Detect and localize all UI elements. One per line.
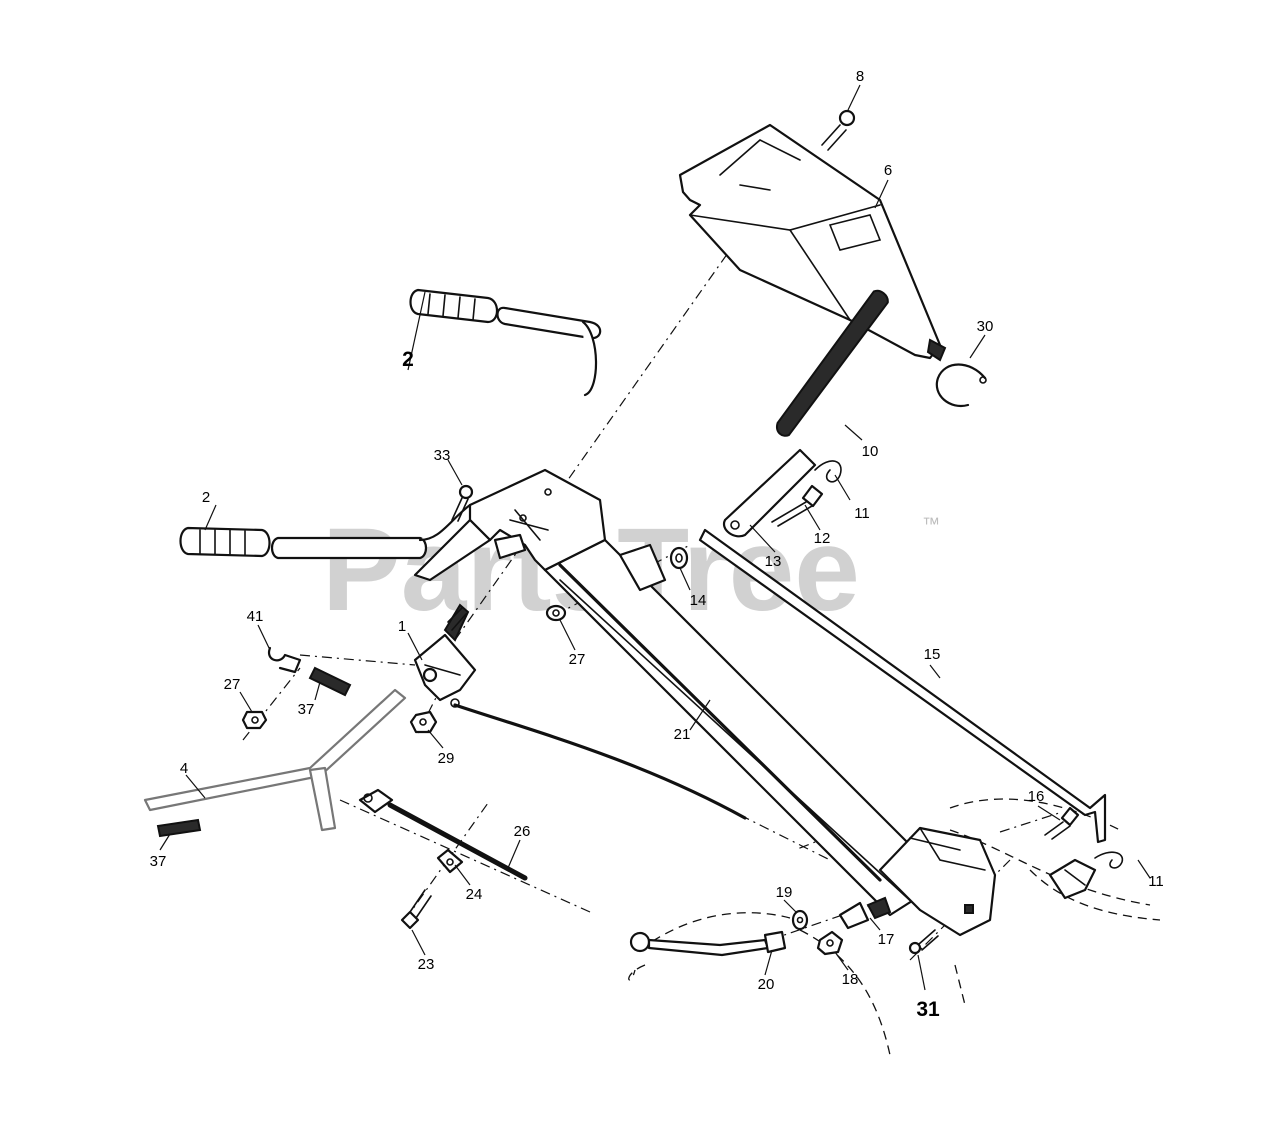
- washer-part-19: [791, 909, 809, 931]
- callout-13: 13: [765, 553, 782, 570]
- bolt-part-16: [1044, 806, 1080, 840]
- callout-31: 31: [916, 998, 940, 1021]
- bail-rod-part-4: [143, 688, 407, 832]
- cable-part-26: [358, 788, 528, 881]
- callout-4: 4: [180, 760, 188, 777]
- control-cable: [450, 698, 747, 820]
- callouts: 8 6 30 2 10 33 11 2 12 13 14 41 1 27 15 …: [150, 68, 1164, 1021]
- callout-41: 41: [247, 608, 264, 625]
- cable-clip-part-41: [267, 646, 302, 674]
- callout-11-upper: 11: [854, 505, 870, 522]
- callout-21: 21: [674, 726, 691, 743]
- callout-11-lower: 11: [1148, 873, 1164, 890]
- spring-pin-part-37-lower: [156, 818, 202, 838]
- callout-23: 23: [418, 956, 435, 973]
- hairpin-clip-part-11: [814, 460, 842, 483]
- callout-29: 29: [438, 750, 455, 767]
- callout-1: 1: [398, 618, 406, 635]
- bolt-part-23: [400, 889, 432, 930]
- callout-27-mid: 27: [569, 651, 586, 668]
- trademark-symbol: ™: [922, 514, 940, 534]
- hairpin-clip-part-11-lower: [1094, 851, 1124, 869]
- nut-part-29: [409, 710, 438, 734]
- lever-part-20: [629, 930, 787, 957]
- washer-part-27-left: [241, 710, 268, 730]
- lower-housing: [878, 826, 997, 937]
- screw-part-31: [908, 929, 939, 955]
- callout-8: 8: [856, 68, 864, 85]
- callout-17: 17: [878, 931, 895, 948]
- bolt-part-8: [821, 109, 856, 151]
- callout-19: 19: [776, 884, 793, 901]
- bracket-right: [1048, 858, 1097, 900]
- washer-part-27-mid: [545, 604, 567, 622]
- handlebar-part-2: [179, 288, 607, 582]
- callout-18: 18: [842, 971, 859, 988]
- callout-27-left: 27: [224, 676, 241, 693]
- leader-lines: [159, 84, 1151, 991]
- callout-14: 14: [690, 592, 707, 609]
- callout-24: 24: [466, 886, 483, 903]
- callout-15: 15: [924, 646, 941, 663]
- wing-knob-part-17: [838, 896, 892, 930]
- callout-12: 12: [814, 530, 831, 547]
- callout-6: 6: [884, 162, 892, 179]
- callout-10: 10: [862, 443, 879, 460]
- bolt-part-12: [771, 484, 824, 527]
- callout-16: 16: [1028, 788, 1045, 805]
- callout-2-lower: 2: [202, 489, 210, 506]
- washer-part-14: [669, 546, 689, 570]
- callout-30: 30: [977, 318, 994, 335]
- callout-20: 20: [758, 976, 775, 993]
- shift-lever-part-13: [722, 448, 817, 538]
- control-bracket-part-1: [413, 603, 477, 702]
- callout-33: 33: [434, 447, 451, 464]
- shift-rod-part-15: [698, 528, 1107, 844]
- callout-37-upper: 37: [298, 701, 315, 718]
- shift-grip-part-10: [776, 289, 889, 437]
- callout-37-lower: 37: [150, 853, 167, 870]
- callout-26: 26: [514, 823, 531, 840]
- top-cover-part-6: [678, 123, 947, 362]
- nut-part-18: [816, 930, 844, 956]
- bolt-part-33: [451, 484, 474, 522]
- spring-pin-part-37-upper: [308, 666, 352, 697]
- retaining-ring-part-30: [935, 363, 987, 408]
- callout-2-upper: 2: [402, 348, 414, 371]
